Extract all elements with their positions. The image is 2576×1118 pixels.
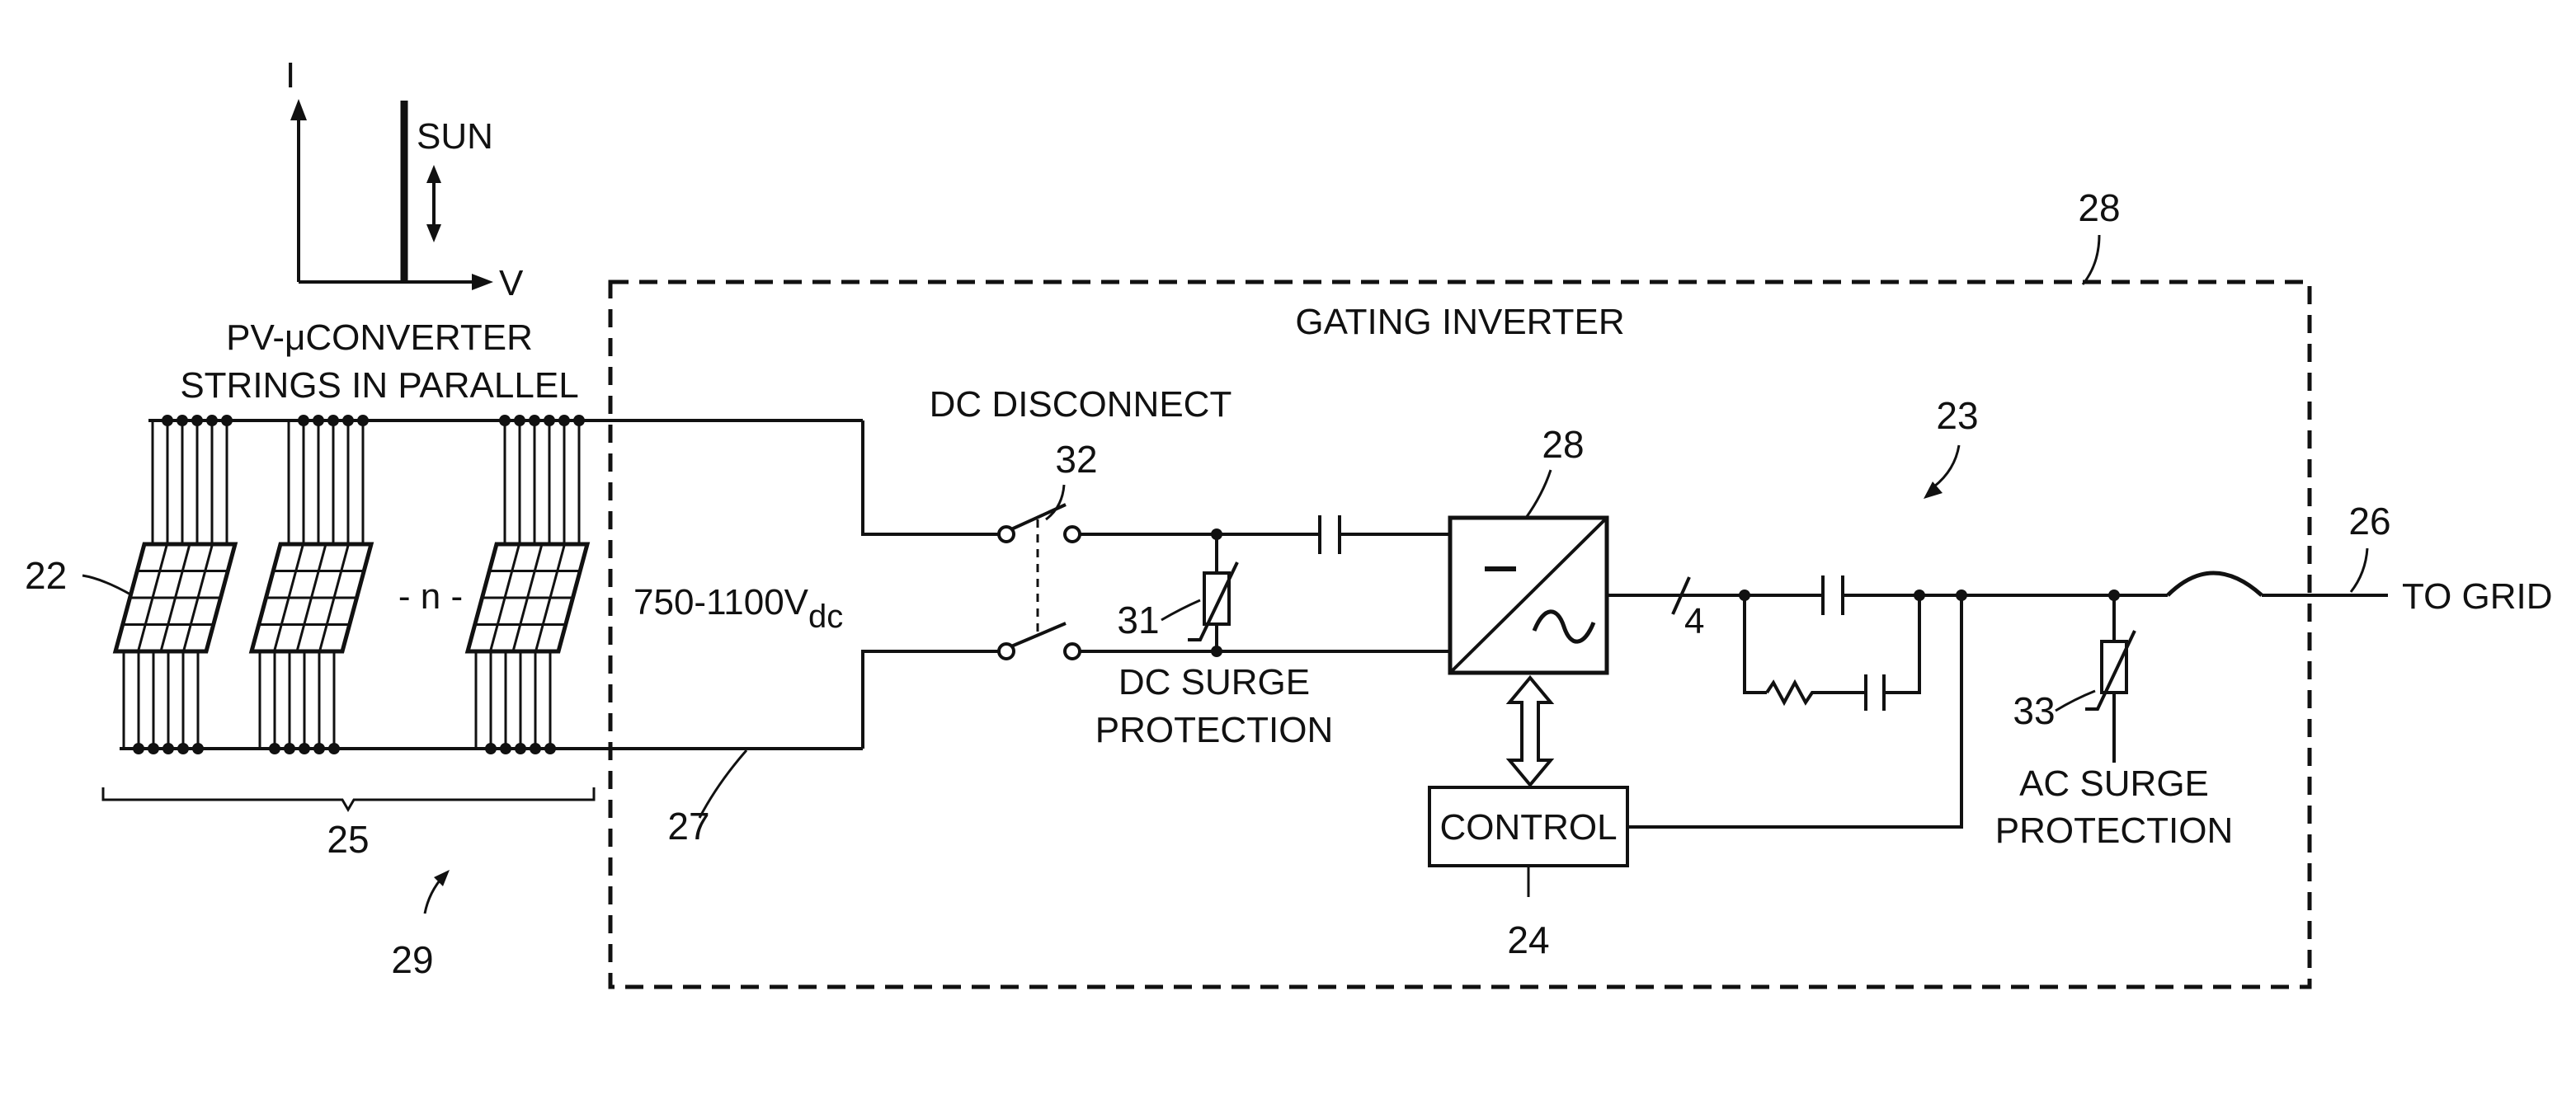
ref-23-leader <box>1934 445 1959 486</box>
ref-29: 29 <box>391 938 433 981</box>
to-grid-label: TO GRID <box>2402 576 2553 617</box>
pv-strings-title-line2: STRINGS IN PARALLEL <box>180 365 578 406</box>
dc-surge-varistor: 31 <box>1117 534 1237 651</box>
dc-voltage-subscript: dc <box>808 599 843 635</box>
grid-breaker-arc <box>2168 573 2262 595</box>
ref-28-converter-leader <box>1526 470 1551 518</box>
sun-arrow-up-head <box>426 165 441 183</box>
filter-branch-left <box>1745 595 1767 693</box>
control-bus-double-arrow <box>1509 678 1551 785</box>
ref-32: 32 <box>1055 438 1097 481</box>
solar-panel-icon <box>115 544 235 651</box>
control-block: CONTROL 24 <box>1429 787 1627 961</box>
dc-surge-label-line1: DC SURGE <box>1118 662 1310 702</box>
ref-22: 22 <box>25 554 67 597</box>
dc-voltage-value: 750-1100V <box>633 582 809 622</box>
pv-strings-title-line1: PV-μCONVERTER <box>226 317 533 358</box>
ref-31: 31 <box>1117 599 1159 641</box>
control-label: CONTROL <box>1439 807 1617 848</box>
ac-surge-varistor: 33 <box>2013 590 2135 763</box>
ref-25-brace <box>103 787 594 810</box>
axis-i-label: I <box>285 55 295 96</box>
solar-panel-icon <box>252 544 371 651</box>
pv-string-group-1 <box>115 415 235 754</box>
sun-label: SUN <box>417 116 493 157</box>
dc-ac-converter: 28 <box>1450 423 1607 673</box>
i-axis-arrowhead <box>290 99 307 120</box>
ref-26-leader <box>2351 548 2367 592</box>
solar-panel-icon <box>468 544 587 651</box>
ac-surge-label-line1: AC SURGE <box>2019 763 2209 804</box>
phase-count: 4 <box>1684 601 1704 641</box>
ref-23: 23 <box>1936 394 1978 437</box>
ref-26: 26 <box>2348 500 2390 543</box>
phase-count-marker: 4 <box>1673 577 1704 641</box>
ref-31-leader <box>1161 600 1200 620</box>
pv-array: PV-μCONVERTER STRINGS IN PARALLEL <box>25 317 863 981</box>
dc-disconnect-label: DC DISCONNECT <box>930 384 1232 425</box>
ref-32-leader <box>1046 485 1064 519</box>
gating-inverter-title: GATING INVERTER <box>1295 302 1624 342</box>
dc-disconnect-switch: DC DISCONNECT 32 <box>930 384 1232 659</box>
dc-voltage-label: 750-1100Vdc <box>633 582 843 635</box>
ref-33: 33 <box>2013 689 2055 732</box>
filter-resistor-icon <box>1767 683 1866 702</box>
control-sense-line <box>1627 595 1961 827</box>
ref-28-box: 28 <box>2078 186 2120 229</box>
pv-string-group-2 <box>252 415 371 754</box>
dc-surge-label-line2: PROTECTION <box>1095 710 1333 750</box>
sun-arrow-down-head <box>426 224 441 242</box>
v-axis-arrowhead <box>472 274 493 290</box>
pv-string-group-n <box>468 415 587 754</box>
string-count-n: - n - <box>398 576 463 617</box>
iv-graph: I V SUN <box>285 55 524 303</box>
ref-25: 25 <box>327 818 369 861</box>
filter-branch-right <box>1884 595 1919 693</box>
axis-v-label: V <box>499 263 524 303</box>
ref-28-converter: 28 <box>1542 423 1584 466</box>
ref-22-leader <box>82 575 132 595</box>
dc-positive-conductor <box>863 420 1006 534</box>
ref-27: 27 <box>667 805 709 848</box>
ref-24: 24 <box>1507 918 1549 961</box>
ref-28-box-leader <box>2083 235 2099 284</box>
dc-negative-conductor <box>863 651 1006 749</box>
ac-surge-label-line2: PROTECTION <box>1995 810 2233 851</box>
ref-23-arrowhead <box>1924 481 1943 499</box>
dc-link-capacitor <box>1320 515 1340 554</box>
